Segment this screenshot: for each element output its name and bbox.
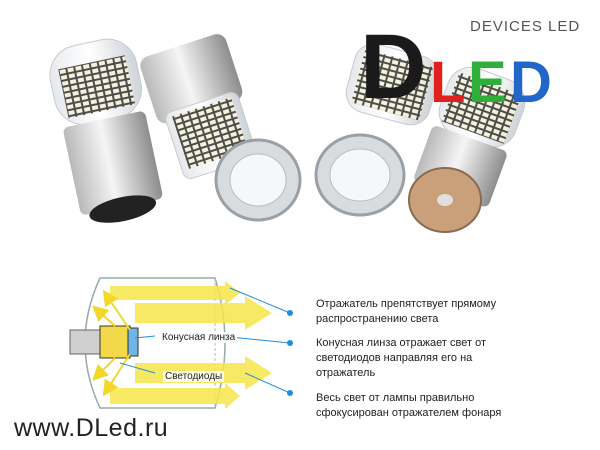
bulb-3 — [345, 43, 439, 126]
bulb-base — [69, 329, 101, 355]
desc-reflector: Отражатель препятствует прямому распрост… — [316, 298, 497, 325]
logo-subtitle: DEVICES LED — [470, 18, 581, 35]
logo-letter-d2: D — [510, 50, 552, 112]
desc-focus: Весь свет от лампы правильно сфокусирова… — [316, 392, 502, 419]
reflector-diagram — [69, 277, 293, 409]
logo-letter-l: L — [430, 50, 465, 112]
bulbs-photo — [49, 34, 526, 233]
cone-lens — [127, 327, 139, 357]
bulb-1 — [49, 38, 163, 223]
led-block — [99, 325, 131, 359]
label-leds: Светодиоды — [163, 371, 225, 382]
site-url[interactable]: www.DLed.ru — [14, 414, 169, 442]
logo-letter-e: E — [468, 50, 507, 112]
desc-cone-lens: Конусная линза отражает свет от светодио… — [316, 337, 486, 379]
logo-letter-d: D — [360, 16, 426, 112]
label-cone-lens: Конусная линза — [160, 332, 238, 343]
dled-logo: D L E D — [360, 16, 552, 112]
